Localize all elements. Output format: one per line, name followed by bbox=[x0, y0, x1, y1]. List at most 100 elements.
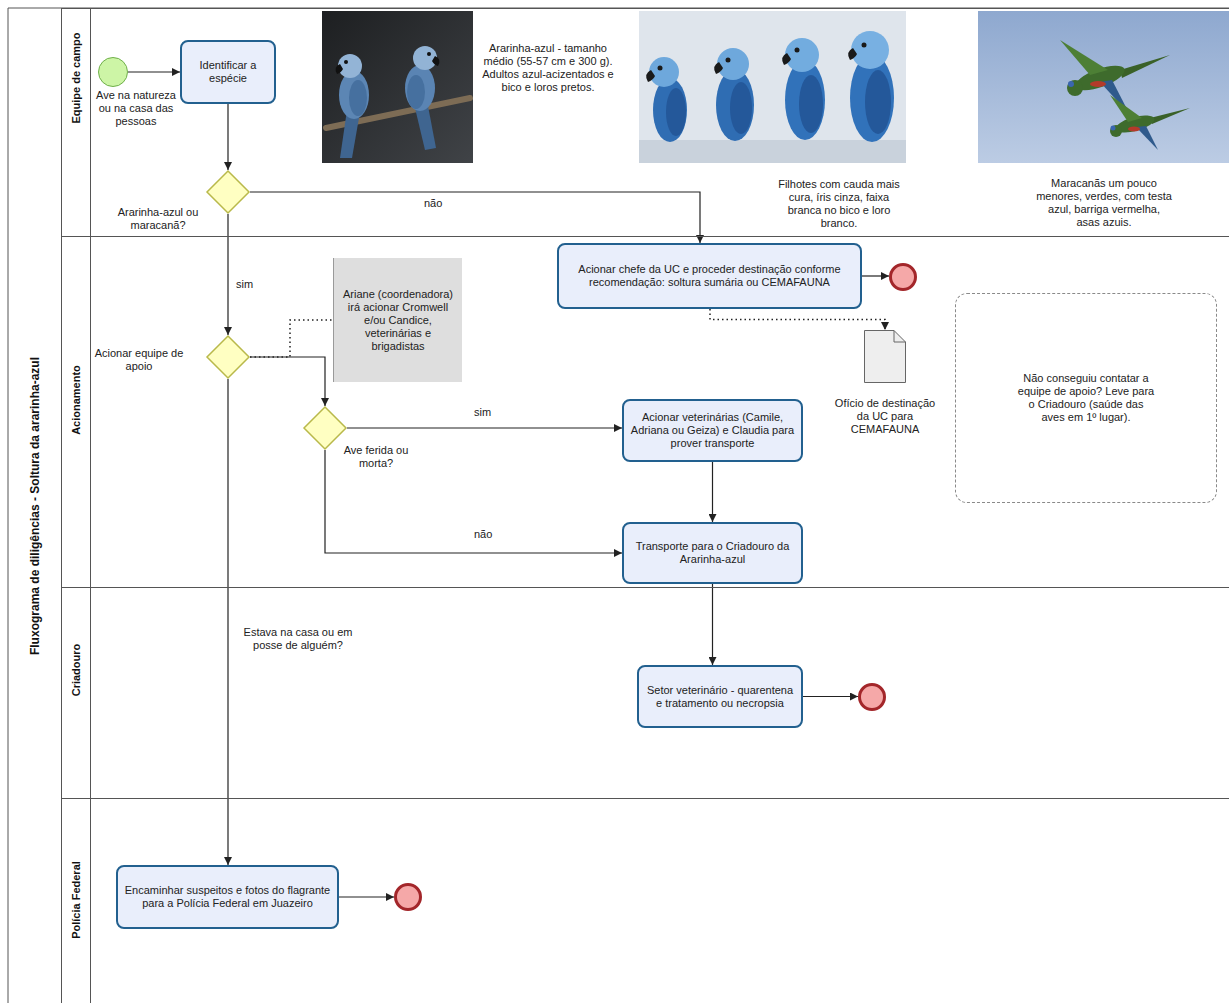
document-fold bbox=[894, 331, 906, 343]
bird-beak bbox=[848, 48, 857, 60]
node-label: Ararinha-azul ou maracanã? bbox=[108, 206, 208, 232]
bird-wing bbox=[666, 88, 686, 136]
diamond-outline bbox=[206, 170, 250, 214]
edge-label: não bbox=[422, 197, 444, 210]
lane-label: Criadouro bbox=[70, 644, 83, 697]
lane-header: Acionamento bbox=[62, 237, 91, 587]
task-box: Acionar chefe da UC e proceder destinaçã… bbox=[557, 243, 862, 309]
node-text: Acionar chefe da UC e proceder destinaçã… bbox=[565, 263, 854, 289]
bird-forehead bbox=[1111, 126, 1116, 131]
gateway-diamond: Acionar equipe de apoio bbox=[206, 335, 250, 379]
bird-eye bbox=[862, 43, 867, 48]
document-icon: Ofício de destinação da UC para CEMAFAUN… bbox=[864, 330, 906, 383]
bird-body bbox=[653, 78, 687, 142]
node-text: Encaminhar suspeitos e fotos do flagrant… bbox=[124, 884, 331, 910]
photo-background bbox=[639, 11, 906, 163]
bird-wing bbox=[1060, 40, 1108, 75]
gateway-diamond: Ave ferida ou morta? bbox=[303, 406, 347, 450]
task-box: Setor veterinário - quarentena e tratame… bbox=[637, 665, 803, 728]
sequence-flow bbox=[227, 104, 228, 170]
bird-beak bbox=[646, 70, 655, 82]
photo-adult-macaws bbox=[322, 11, 473, 163]
edge-label: Estava na casa ou em posse de alguém? bbox=[240, 626, 356, 652]
diamond-shape bbox=[207, 171, 249, 213]
task-box: Acionar veterinárias (Camile, Adriana ou… bbox=[622, 399, 803, 462]
bird-eye bbox=[795, 48, 800, 53]
caption-text: Ararinha-azul - tamanho médio (55-57 cm … bbox=[481, 42, 615, 94]
bird-head bbox=[338, 54, 362, 78]
bird-head bbox=[851, 31, 889, 69]
caption-text: Maracanãs um pouco menores, verdes, com … bbox=[1036, 177, 1172, 229]
lane-header: Polícia Federal bbox=[62, 799, 91, 1003]
node-text: Acionar veterinárias (Camile, Adriana ou… bbox=[630, 411, 795, 450]
bird-wing bbox=[407, 75, 425, 109]
bird-wing bbox=[799, 75, 823, 133]
bird-eye bbox=[726, 58, 731, 63]
bird-head bbox=[1110, 125, 1122, 137]
diamond-shape bbox=[207, 336, 249, 378]
start-event: Ave na natureza ou na casa das pessoas bbox=[98, 57, 128, 87]
sequence-flow bbox=[227, 214, 228, 335]
bird-eye bbox=[658, 66, 663, 71]
sequence-flow bbox=[347, 427, 622, 428]
annotation-box: Ariane (coordenadora) irá acionar Cromwe… bbox=[333, 258, 462, 382]
edge-label: sim bbox=[234, 278, 255, 291]
sequence-flow bbox=[712, 462, 713, 522]
association-line bbox=[710, 309, 885, 330]
sequence-flow bbox=[339, 896, 394, 897]
bird-beak bbox=[714, 62, 723, 74]
bird-eye bbox=[344, 60, 348, 64]
diamond-outline bbox=[303, 406, 347, 450]
sequence-flow bbox=[712, 584, 713, 665]
bird-tail bbox=[1150, 108, 1190, 124]
photo-maracanas bbox=[978, 11, 1229, 163]
sequence-flow bbox=[803, 696, 858, 697]
node-label: Acionar equipe de apoio bbox=[93, 347, 185, 373]
photo-young-macaws bbox=[639, 11, 906, 163]
document-shape bbox=[865, 331, 906, 383]
bird-body bbox=[339, 71, 369, 119]
sequence-flow bbox=[227, 379, 228, 865]
bird-wing bbox=[1110, 95, 1142, 122]
diamond-outline bbox=[206, 335, 250, 379]
node-text: Ariane (coordenadora) irá acionar Cromwe… bbox=[342, 288, 454, 353]
lane-label: Acionamento bbox=[70, 365, 83, 435]
bird-tail bbox=[1120, 55, 1170, 78]
task-box: Identificar a espécie bbox=[180, 40, 276, 104]
end-event bbox=[394, 883, 422, 911]
note-box: Não conseguiu contatar a equipe de apoio… bbox=[955, 293, 1217, 503]
bird-tail bbox=[415, 106, 436, 150]
bird-body bbox=[405, 65, 435, 111]
bird-head bbox=[785, 38, 819, 72]
swimlane: Criadouro Setor veterinário - quarentena … bbox=[61, 587, 1229, 798]
photo-background bbox=[978, 11, 1229, 163]
swimlane: Polícia Federal Encaminhar suspeitos e fo… bbox=[61, 798, 1229, 1003]
bird-head bbox=[413, 46, 437, 70]
bird-body bbox=[785, 60, 825, 140]
task-box: Encaminhar suspeitos e fotos do flagrant… bbox=[116, 865, 339, 929]
frame-line bbox=[8, 8, 1229, 1003]
bird-head bbox=[649, 57, 679, 87]
photo-background bbox=[322, 11, 473, 163]
bird-wing bbox=[349, 80, 367, 116]
bird-beak bbox=[336, 64, 343, 74]
lane-label: Polícia Federal bbox=[70, 861, 83, 939]
sequence-flow bbox=[862, 275, 889, 276]
connector-group bbox=[128, 72, 889, 897]
lane-label: Equipe de campo bbox=[70, 32, 83, 123]
diagram-title: Fluxograma de diligências - Soltura da a… bbox=[28, 356, 42, 654]
bird-beak bbox=[782, 53, 791, 65]
node-label: Ofício de destinação da UC para CEMAFAUN… bbox=[830, 397, 940, 436]
document-outline bbox=[864, 330, 906, 383]
node-text: Identificar a espécie bbox=[188, 59, 268, 85]
diamond-shape bbox=[304, 407, 346, 449]
bird-forehead bbox=[1068, 81, 1074, 87]
title-column: Fluxograma de diligências - Soltura da a… bbox=[8, 8, 61, 1003]
bird-belly bbox=[1128, 127, 1140, 132]
association-line bbox=[250, 320, 333, 357]
sequence-flow bbox=[250, 357, 325, 406]
